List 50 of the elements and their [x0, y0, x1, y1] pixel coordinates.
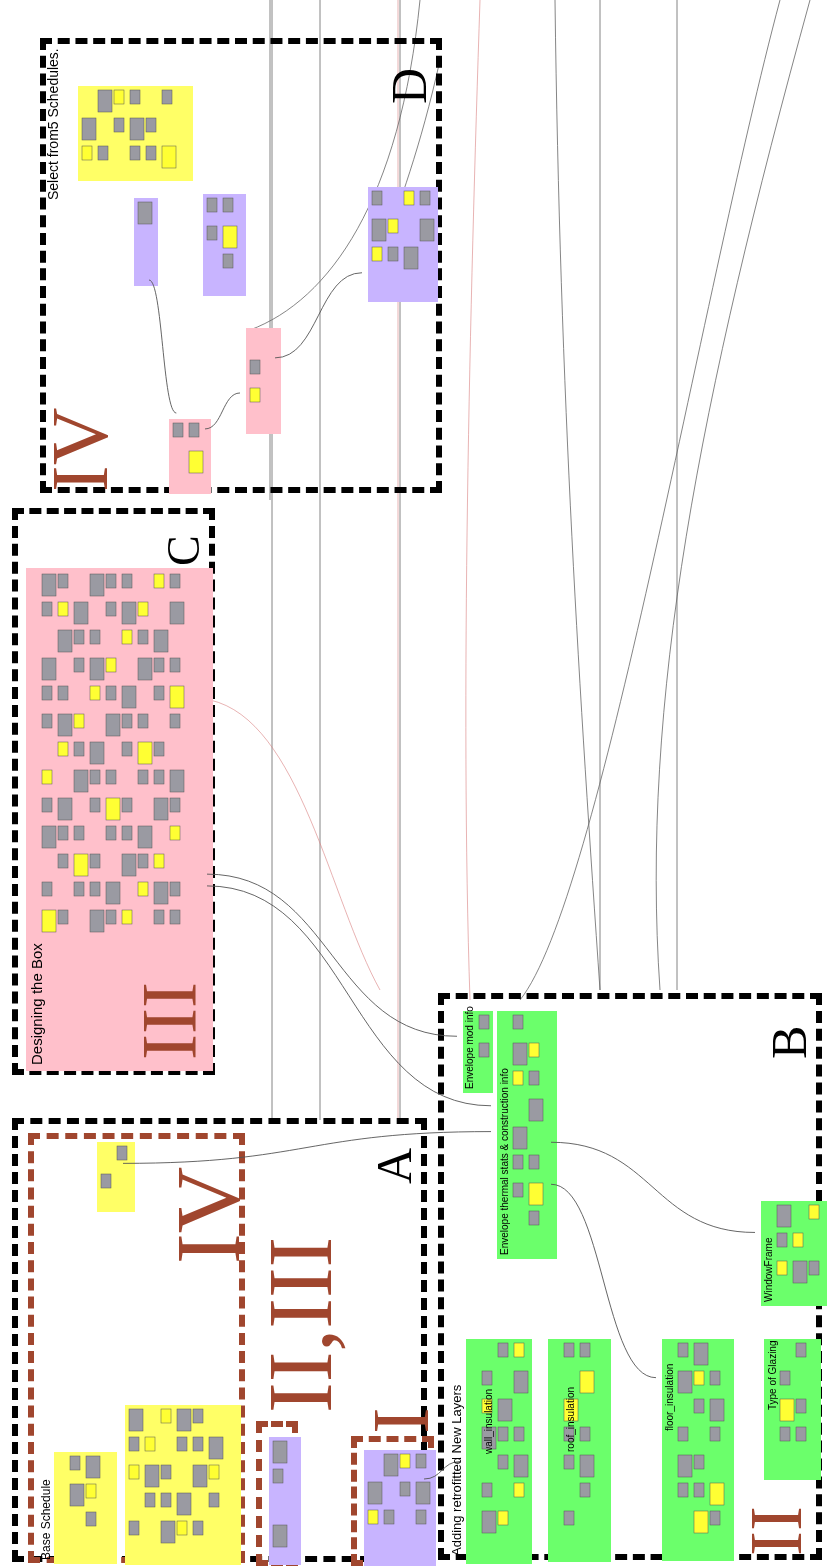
dashed-frame	[40, 38, 442, 493]
group-panel	[26, 568, 213, 1071]
wire	[423, 1461, 461, 1480]
roman-numeral: III	[130, 982, 208, 1060]
roman-numeral: I	[361, 1407, 441, 1434]
group-title: roof_insulation	[566, 1386, 576, 1452]
section-title: Select from5 Schedules.	[46, 48, 60, 200]
wire	[274, 272, 363, 359]
section-title: Adding retrofitted New Layers	[450, 1384, 463, 1556]
group-panel	[364, 1450, 436, 1566]
group-panel	[368, 187, 438, 302]
group-panel	[269, 1437, 301, 1565]
group-title: Envelope mod info	[465, 1006, 475, 1089]
frame-letter: A	[368, 1147, 419, 1184]
group-panel	[169, 419, 211, 494]
wire	[148, 279, 177, 414]
wire	[206, 885, 492, 1107]
group-title: Type of Glazing	[768, 1340, 778, 1410]
group-panel	[97, 1142, 135, 1212]
wire	[550, 1183, 657, 1379]
roman-numeral: II	[738, 1506, 813, 1556]
roman-numeral: II,III	[254, 1236, 346, 1413]
wire	[206, 873, 458, 1037]
group-panel	[78, 86, 193, 181]
group-panel	[764, 1339, 821, 1480]
group-title: Designing the Box	[29, 943, 44, 1065]
frame-letter: C	[160, 535, 207, 566]
group-panel	[466, 1339, 532, 1564]
dashed-frame	[28, 1133, 245, 1563]
frame-letter: B	[763, 1025, 814, 1059]
wire	[550, 1141, 756, 1233]
group-panel	[662, 1339, 734, 1561]
frame-letter: D	[383, 67, 434, 104]
roman-numeral: IV	[40, 407, 120, 492]
dashed-frame	[12, 508, 215, 1075]
wire	[204, 392, 241, 430]
group-panel	[497, 1011, 557, 1259]
group-title: wall_insulation	[484, 1388, 494, 1454]
group-panel	[548, 1339, 611, 1562]
group-panel	[203, 194, 246, 296]
group-panel	[125, 1405, 241, 1565]
group-panel	[134, 198, 158, 286]
group-title: floor_insulation	[665, 1363, 675, 1431]
group-panel	[761, 1201, 827, 1306]
group-title: Base Schedule	[40, 1479, 52, 1560]
group-panel	[246, 328, 281, 434]
wire	[122, 1131, 492, 1164]
roman-numeral: IV	[162, 1166, 254, 1264]
group-title: WindowFrame	[764, 1237, 774, 1302]
group-title: Envelope thermal stats & construction info	[500, 1068, 510, 1255]
